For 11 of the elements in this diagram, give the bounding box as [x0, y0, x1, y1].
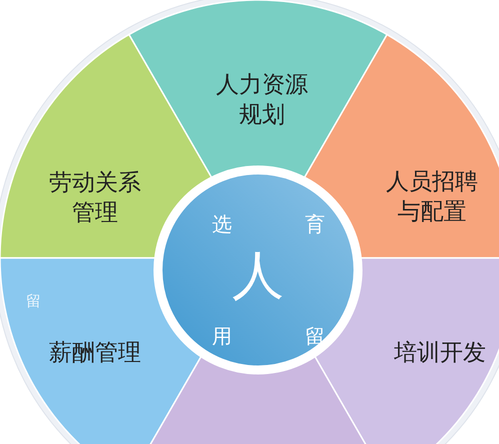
center-character: 留 [304, 324, 326, 348]
segment-label: 薪酬管理 [48, 339, 142, 368]
segment-label: 培训开发 [393, 339, 487, 368]
partial-label: 留 [26, 292, 41, 310]
center-character: 人 [231, 248, 285, 304]
center-character: 用 [211, 324, 233, 348]
center-character: 育 [304, 212, 326, 236]
segment-label: 人员招聘与配置 [385, 168, 479, 227]
center-character: 选 [211, 212, 233, 236]
segment-label: 劳动关系管理 [48, 169, 142, 228]
segment-label: 人力资源规划 [215, 71, 309, 130]
